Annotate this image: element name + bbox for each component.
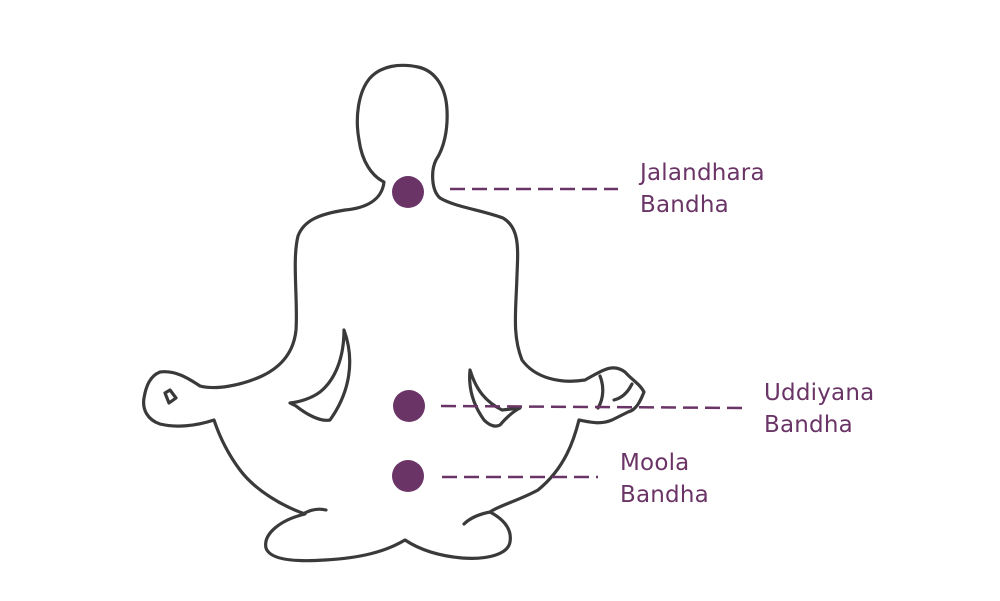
jalandhara-name: Jalandhara <box>640 160 765 186</box>
meditating-figure-icon <box>142 63 646 563</box>
right-foot-detail <box>462 510 492 526</box>
right-hand-detail <box>596 374 605 410</box>
moola-dot <box>392 460 424 492</box>
body-outline <box>142 63 646 563</box>
uddiyana-name: Uddiyana <box>764 380 875 406</box>
moola-name: Moola <box>620 450 690 476</box>
moola-bandha-label: Moola Bandha <box>620 447 709 511</box>
moola-suffix: Bandha <box>620 482 709 508</box>
uddiyana-leader-line <box>440 404 749 410</box>
left-hand-mudra <box>163 388 178 405</box>
jalandhara-bandha-label: Jalandhara Bandha <box>640 157 765 221</box>
jalandhara-dot <box>392 176 424 208</box>
right-inner-arm <box>468 368 522 428</box>
left-foot-detail <box>301 507 328 516</box>
uddiyana-bandha-label: Uddiyana Bandha <box>764 377 874 441</box>
uddiyana-dot <box>393 390 425 422</box>
left-inner-arm <box>288 328 352 422</box>
jalandhara-suffix: Bandha <box>640 192 729 218</box>
uddiyana-suffix: Bandha <box>764 412 853 438</box>
